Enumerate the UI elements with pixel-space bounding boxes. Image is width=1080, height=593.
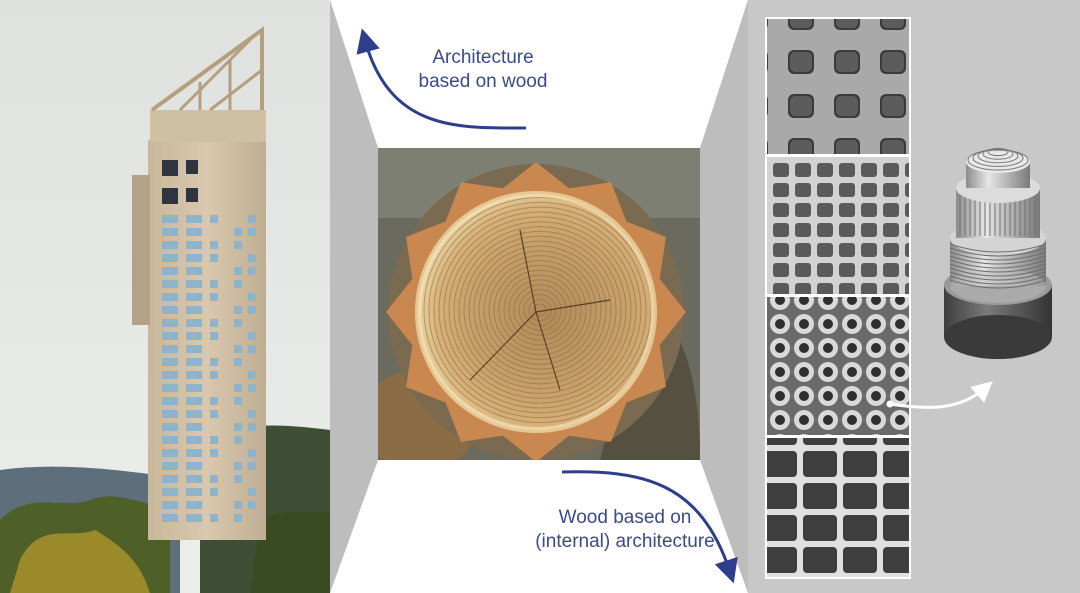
sem-to-model-arrow xyxy=(889,381,993,409)
wood-caption-line1: Wood based on xyxy=(558,507,692,528)
architecture-caption-line1: Architecture xyxy=(432,47,534,68)
right-connector-wedge xyxy=(700,0,748,593)
cell-wall-layer-model xyxy=(944,147,1052,359)
sem-marker-dot xyxy=(886,400,894,408)
architecture-caption: Architecture based on wood xyxy=(388,46,578,94)
sem-image-large-cells xyxy=(766,438,910,578)
architecture-caption-line2: based on wood xyxy=(418,71,548,92)
wood-arrow xyxy=(561,470,738,584)
wood-caption: Wood based on (internal) architecture xyxy=(520,506,730,554)
wood-log-cross-section-photo xyxy=(378,148,700,460)
timber-tower-photo xyxy=(0,0,330,593)
sem-image-tracheid-grid xyxy=(766,157,910,294)
sem-image-fiber-tubes xyxy=(766,297,910,435)
sem-image-pitted-cells xyxy=(766,18,910,154)
wood-microstructure-sem-images xyxy=(765,17,911,579)
wood-caption-line2: (internal) architecture xyxy=(535,531,715,552)
architecture-arrow xyxy=(356,28,527,130)
left-connector-wedge xyxy=(330,0,378,593)
